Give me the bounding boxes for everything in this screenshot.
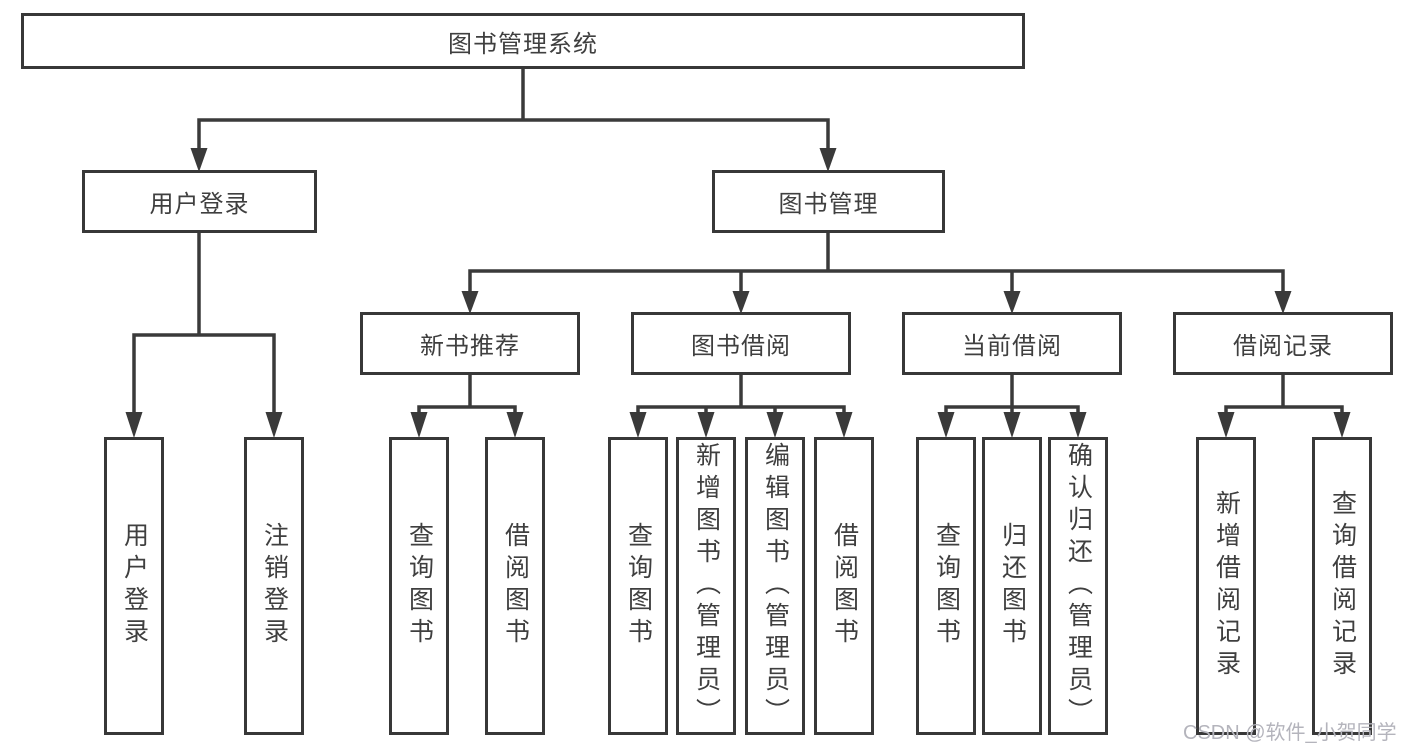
node-borrowing-records: 借阅记录 (1173, 312, 1393, 375)
leaf-newbook-query-books: 查询图书 (389, 437, 449, 735)
csdn-watermark: CSDN @软件_小贺同学 (1183, 722, 1397, 744)
arrowhead (1069, 412, 1087, 438)
node-book-borrowing: 图书借阅 (631, 312, 851, 375)
arrowhead (697, 412, 715, 438)
arrowhead (1003, 412, 1021, 438)
arrowhead (629, 412, 647, 438)
arrowhead (461, 291, 479, 314)
arrowhead (1274, 291, 1292, 314)
node-user-login: 用户登录 (82, 170, 317, 233)
arrowhead (506, 412, 524, 438)
leaf-current-return-books: 归还图书 (982, 437, 1042, 735)
leaf-records-query-record: 查询借阅记录 (1312, 437, 1372, 735)
arrowhead (732, 291, 750, 314)
leaf-borrow-add-books-admin: 新增图书（管理员） (676, 437, 736, 735)
node-current-borrowing: 当前借阅 (902, 312, 1122, 375)
connector-bookmgmt-branch (468, 269, 1285, 291)
leaf-borrow-borrow-books: 借阅图书 (814, 437, 874, 735)
leaf-newbook-borrow-books: 借阅图书 (485, 437, 545, 735)
node-book-management: 图书管理 (712, 170, 945, 233)
leaf-user-login: 用户登录 (104, 437, 164, 735)
leaf-borrow-edit-books-admin: 编辑图书（管理员） (745, 437, 805, 735)
leaf-current-confirm-return-admin: 确认归还（管理员） (1048, 437, 1108, 735)
arrowhead (835, 412, 853, 438)
leaf-logout: 注销登录 (244, 437, 304, 735)
arrowhead (125, 412, 143, 438)
arrowheads (125, 148, 1351, 438)
arrowhead (819, 148, 837, 172)
arrowhead (190, 148, 208, 172)
connector-root-branch (197, 118, 830, 149)
arrowhead (265, 412, 283, 438)
node-new-book-recommendation: 新书推荐 (360, 312, 580, 375)
leaf-current-query-books: 查询图书 (916, 437, 976, 735)
arrowhead (410, 412, 428, 438)
arrowhead (1217, 412, 1235, 438)
connector-userlogin-branch (132, 333, 276, 412)
leaf-records-add-record: 新增借阅记录 (1196, 437, 1256, 735)
connector-newbook-branch (417, 405, 517, 413)
arrowhead (766, 412, 784, 438)
node-root-system: 图书管理系统 (21, 13, 1025, 69)
arrowhead (1003, 291, 1021, 314)
connector-records-branch (1224, 405, 1344, 413)
leaf-borrow-query-books: 查询图书 (608, 437, 668, 735)
arrowhead (937, 412, 955, 438)
arrowhead (1333, 412, 1351, 438)
connector-borrow-branch (636, 405, 846, 413)
